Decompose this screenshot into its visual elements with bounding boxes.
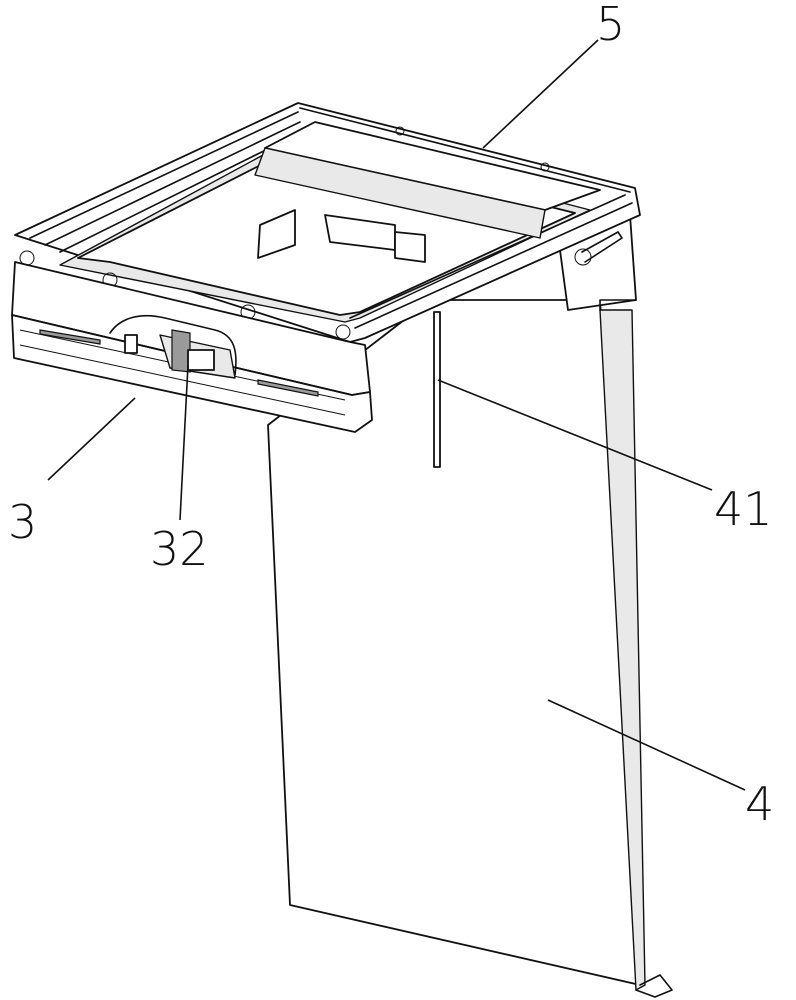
leader-lines — [47, 39, 746, 791]
label-4: 4 — [745, 777, 774, 831]
leader-32 — [179, 364, 189, 521]
leader-41 — [437, 379, 713, 491]
label-41: 41 — [714, 482, 773, 536]
base-tray — [11, 261, 373, 433]
leader-5 — [482, 39, 599, 149]
hanging-panel — [267, 299, 673, 998]
rod — [433, 311, 441, 468]
top-frame — [14, 102, 641, 343]
leader-4 — [547, 699, 746, 791]
label-5: 5 — [596, 0, 625, 51]
label-3: 3 — [8, 495, 37, 549]
leader-3 — [47, 397, 136, 481]
label-32: 32 — [150, 522, 209, 576]
